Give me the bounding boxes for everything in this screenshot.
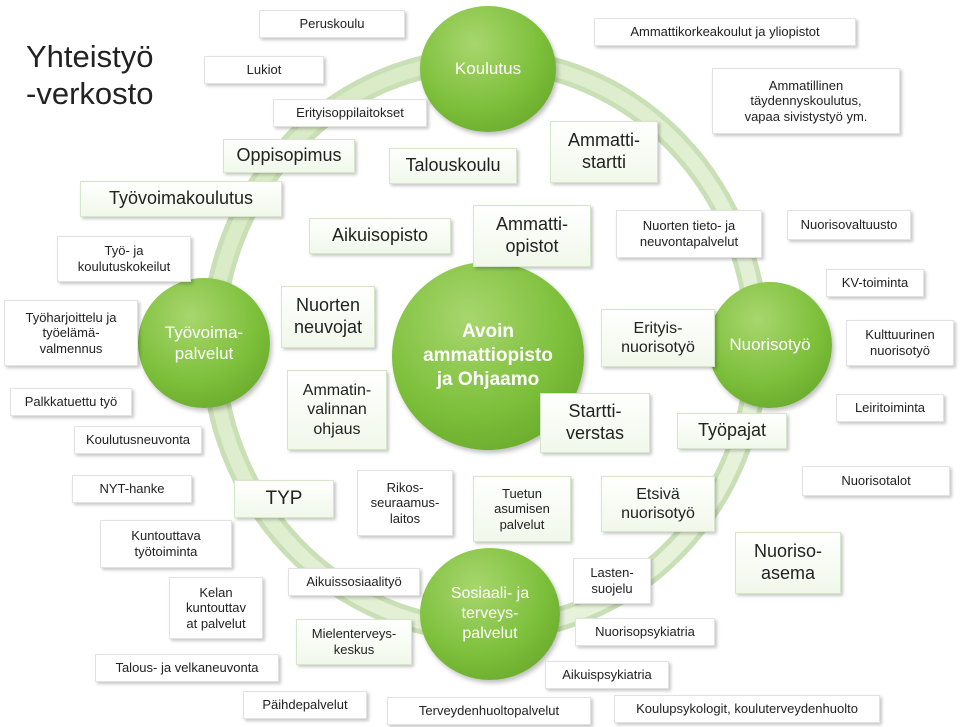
node-kulttuurinen-nuorisotyo: Kulttuurinen nuorisotyö: [846, 320, 954, 366]
node-paihdepalvelut: Päihdepalvelut: [243, 691, 367, 719]
hub-koulutus: Koulutus: [420, 6, 556, 132]
node-leiritoiminta: Leiritoiminta: [836, 394, 944, 422]
hub-nuorisotyo: Nuorisotyö: [708, 282, 832, 408]
node-ammatinvalinnan-ohjaus: Ammatin- valinnan ohjaus: [287, 370, 387, 450]
node-talous-ja-velkaneuvonta: Talous- ja velkaneuvonta: [95, 654, 279, 682]
node-tuetun-asumisen-palvelut: Tuetun asumisen palvelut: [473, 476, 571, 542]
hub-sosiaali-ja-terveyspalvelut: Sosiaali- ja terveys- palvelut: [420, 548, 560, 680]
node-ammatillinen-taydennyskoulutus: Ammatillinen täydennyskoulutus, vapaa si…: [712, 68, 900, 134]
node-oppisopimus: Oppisopimus: [223, 139, 355, 173]
node-nuorisotalot: Nuorisotalot: [802, 466, 950, 496]
title-line-2: -verkosto: [26, 76, 154, 112]
node-tyovoimakoulutus: Työvoimakoulutus: [80, 181, 282, 217]
node-koulutusneuvonta: Koulutusneuvonta: [74, 426, 202, 454]
diagram-title: Yhteistyö -verkosto: [26, 38, 154, 112]
node-lastensuojelu: Lasten- suojelu: [573, 558, 651, 604]
node-nuorisovaltuusto: Nuorisovaltuusto: [787, 210, 911, 240]
node-kv-toiminta: KV-toiminta: [826, 269, 924, 297]
node-peruskoulu: Peruskoulu: [259, 10, 405, 38]
node-typ: TYP: [234, 480, 334, 518]
node-erityisoppilaitokset: Erityisoppilaitokset: [273, 99, 427, 127]
node-nuorisoasema: Nuoriso- asema: [735, 532, 841, 594]
node-nuorisopsykiatria: Nuorisopsykiatria: [575, 618, 715, 646]
node-etsiva-nuorisotyo: Etsivä nuorisotyö: [601, 476, 715, 532]
node-koulupsykologit: Koulupsykologit, kouluterveydenhuolto: [614, 695, 880, 723]
node-aikuisopisto: Aikuisopisto: [309, 218, 451, 254]
node-aikuispsykiatria: Aikuispsykiatria: [545, 661, 669, 689]
node-nuorten-neuvojat: Nuorten neuvojat: [281, 286, 375, 348]
node-talouskoulu: Talouskoulu: [389, 148, 517, 184]
node-ammattikorkeakoulut: Ammattikorkeakoulut ja yliopistot: [594, 18, 856, 46]
node-rikosseuraamuslaitos: Rikos- seuraamus- laitos: [357, 470, 453, 536]
node-mielenterveyskeskus: Mielenterveys- keskus: [296, 619, 412, 665]
node-nuorten-tieto-ja-neuvontapalvelut: Nuorten tieto- ja neuvontapalvelut: [616, 210, 762, 258]
node-tyoharjoittelu: Työharjoittelu ja työelämä- valmennus: [4, 300, 138, 366]
node-terveydenhuoltopalvelut: Terveydenhuoltopalvelut: [387, 697, 591, 725]
node-kelan-kuntouttavat-palvelut: Kelan kuntouttav at palvelut: [169, 577, 263, 639]
node-palkkatuettu-tyo: Palkkatuettu työ: [10, 388, 132, 416]
node-starttiverstas: Startti- verstas: [540, 393, 650, 453]
node-ammattistartti: Ammatti- startti: [550, 121, 658, 183]
node-erityisnuorisotyo: Erityis- nuorisotyö: [601, 309, 715, 367]
node-aikuissosiaalityo: Aikuissosiaalityö: [288, 568, 420, 596]
node-lukiot: Lukiot: [204, 56, 324, 84]
node-ammattiopistot: Ammatti- opistot: [473, 205, 591, 267]
title-line-1: Yhteistyö: [26, 39, 154, 74]
node-nyt-hanke: NYT-hanke: [72, 475, 192, 503]
node-tyo-ja-koulutuskokeilut: Työ- ja koulutuskokeilut: [57, 236, 191, 282]
hub-tyovoimapalvelut: Työvoima- palvelut: [138, 278, 270, 408]
node-tyopajat: Työpajat: [677, 413, 787, 449]
node-kuntouttava-tyotoiminta: Kuntouttava työtoiminta: [100, 520, 232, 568]
